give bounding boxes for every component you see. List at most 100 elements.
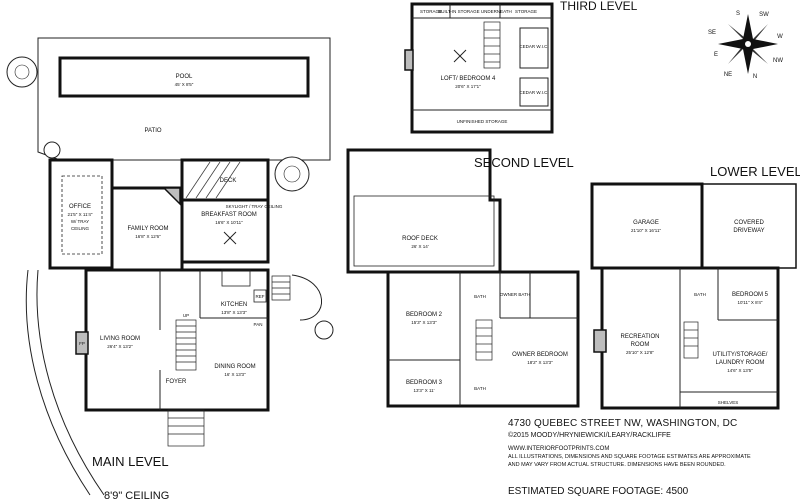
- patio-outline: [37, 37, 331, 161]
- cedar-closet-label: CEDAR W.I.C.: [519, 90, 548, 95]
- fireplace-icon: [75, 331, 89, 355]
- office-dim: 21'5" X 11'4": [67, 212, 92, 217]
- staircase: [475, 319, 493, 361]
- utility-label: UTILITY/STORAGE/: [713, 352, 768, 358]
- staircase: [483, 21, 501, 69]
- kitchen-dim: 13'8" X 13'3": [221, 310, 247, 315]
- compass-direction: SW: [759, 12, 769, 18]
- third-level-title: THIRD LEVEL: [560, 0, 638, 13]
- bath-label: BATH: [474, 294, 486, 299]
- owner-bedroom-label: OWNER BEDROOM: [512, 352, 568, 358]
- pool: [58, 56, 310, 98]
- tree-icon: [6, 56, 38, 88]
- recreation-label: RECREATION: [621, 334, 660, 340]
- pool-name: POOL: [176, 74, 193, 80]
- side-staircase: [271, 275, 291, 301]
- breakfast-room: [180, 198, 270, 264]
- deck-hatching: [185, 161, 241, 199]
- roof-deck-dim: 26' X 14': [411, 244, 428, 249]
- disclaimer-line: ALL ILLUSTRATIONS, DIMENSIONS AND SQUARE…: [508, 454, 751, 460]
- tree-icon: [43, 141, 61, 159]
- bedroom2-dim: 15'3" X 13'3": [411, 320, 437, 325]
- ref-label: REF: [256, 294, 265, 299]
- recreation-dim: 25'10" X 12'8": [626, 350, 654, 355]
- living-room-label: LIVING ROOM: [100, 336, 140, 342]
- garden-path: [36, 269, 105, 496]
- driveway-label: COVERED: [734, 220, 764, 226]
- dining-room-dim: 16' X 13'3": [224, 372, 246, 377]
- fireplace-icon: [593, 329, 607, 353]
- front-steps: [167, 409, 205, 447]
- second-level-walls: [386, 270, 580, 408]
- covered-driveway: [701, 183, 797, 269]
- fireplace-icon: [162, 187, 181, 206]
- compass-direction: NE: [724, 72, 732, 78]
- compass-rose: [718, 14, 778, 74]
- third-level-plan: STORAGE BUILT-IN STORAGE UNDERNEATH STOR…: [404, 0, 638, 134]
- tree-icon: [314, 320, 334, 340]
- cedar-closet: [519, 27, 549, 69]
- main-level-title: MAIN LEVEL: [92, 454, 169, 469]
- main-level-ceiling: 8'9" CEILING: [104, 490, 169, 499]
- staircase: [683, 321, 699, 359]
- loft-dim: 20'6" X 17'1": [455, 84, 481, 89]
- square-footage: ESTIMATED SQUARE FOOTAGE: 4500: [508, 486, 689, 497]
- living-room-dim: 26'4" X 13'2": [107, 344, 133, 349]
- website-link[interactable]: WWW.INTERIORFOOTPRINTS.COM: [508, 446, 610, 452]
- skylight-label: SKYLIGHT / TRAY CEILING: [226, 204, 283, 209]
- fp-label: FP: [79, 341, 85, 346]
- family-room-dim: 16'8" X 12'6": [135, 234, 161, 239]
- recreation-label: ROOM: [631, 342, 650, 348]
- ceiling-fan-icon: [223, 231, 237, 245]
- office-tray: W/ TRAY: [71, 219, 89, 224]
- tree-icon: [274, 156, 310, 192]
- stair-up-label: UP: [183, 313, 189, 318]
- storage-label: STORAGE: [515, 9, 537, 14]
- breakfast-room-dim: 16'6" X 10'11": [215, 220, 243, 225]
- breakfast-room-label: BREAKFAST ROOM: [201, 212, 257, 218]
- utility-dim: 14'6" X 13'5": [727, 368, 753, 373]
- deck-label: DECK: [220, 178, 237, 184]
- builtin-storage-label: BUILT-IN STORAGE UNDERNEATH: [438, 9, 512, 14]
- cedar-closet-label: CEDAR W.I.C.: [519, 44, 548, 49]
- kitchen-label: KITCHEN: [221, 302, 247, 308]
- roof-deck-label: ROOF DECK: [402, 236, 438, 242]
- office-ceiling: CEILING: [71, 226, 90, 231]
- walkway-curve: [291, 274, 323, 321]
- owner-bedroom-dim: 18'2" X 13'3": [527, 360, 553, 365]
- storage-label: STORAGE: [420, 9, 442, 14]
- patio-label: PATIO: [144, 128, 161, 134]
- second-level-title: SECOND LEVEL: [474, 155, 574, 170]
- office-label: OFFICE: [69, 204, 91, 210]
- pool-dim: 45' X 8'5": [175, 82, 194, 87]
- property-address: 4730 QUEBEC STREET NW, WASHINGTON, DC: [508, 418, 738, 429]
- cedar-closet: [519, 77, 549, 107]
- window-icon: [404, 49, 414, 71]
- bath-label: BATH: [694, 292, 706, 297]
- ceiling-fan-icon: [453, 49, 467, 63]
- unfinished-storage-label: UNFINISHED STORAGE: [457, 119, 508, 124]
- main-level-plan: POOL 45' X 8'5" PATIO OFFICE 21'5" X 11'…: [6, 37, 334, 499]
- bedroom5-dim: 10'11" X 8'4": [737, 300, 762, 305]
- bedroom3-dim: 13'3" X 11': [414, 388, 435, 393]
- disclaimer-line: AND MAY VARY FROM ACTUAL STRUCTURE. DIME…: [508, 462, 726, 468]
- loft-label: LOFT/ BEDROOM 4: [441, 76, 496, 82]
- bedroom2-label: BEDROOM 2: [406, 312, 443, 318]
- tray-ceiling-outline: [61, 175, 103, 255]
- roof-deck: [346, 148, 502, 274]
- compass-direction: NW: [773, 58, 783, 64]
- compass-direction: S: [736, 11, 740, 17]
- compass-direction: SE: [708, 30, 716, 36]
- pantry-label: PAN: [254, 322, 263, 327]
- refrigerator: [253, 289, 267, 303]
- garage-dim: 21'10" X 16'11": [631, 228, 662, 233]
- owner-bath-label: OWNER BATH: [500, 292, 530, 297]
- bedroom3-label: BEDROOM 3: [406, 380, 443, 386]
- driveway-label: DRIVEWAY: [733, 228, 764, 234]
- compass-direction: W: [777, 34, 783, 40]
- compass-direction: E: [714, 52, 718, 58]
- staircase: [175, 319, 197, 371]
- kitchen-island: [221, 269, 251, 287]
- lower-level-title: LOWER LEVEL: [710, 164, 800, 179]
